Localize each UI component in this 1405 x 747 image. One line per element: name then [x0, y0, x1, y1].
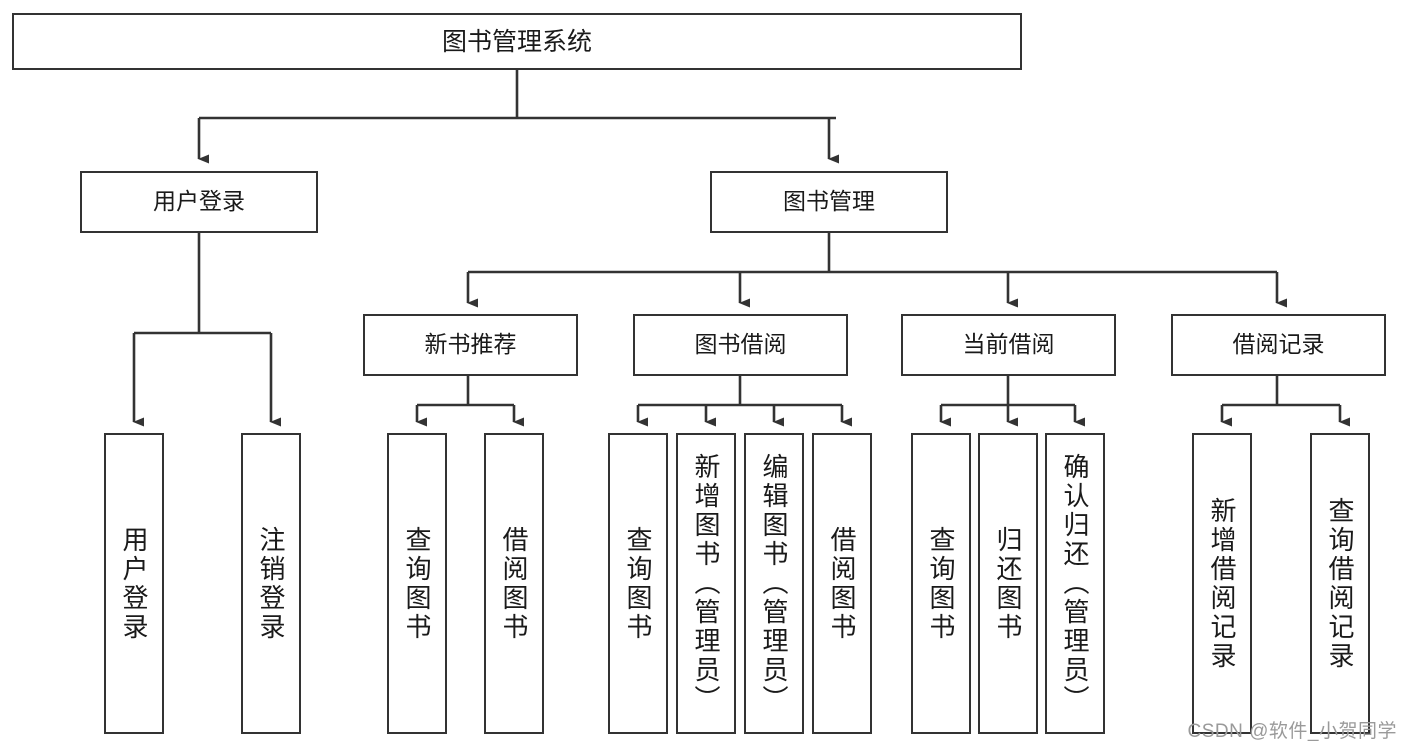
- node-label: 图书管理: [783, 188, 875, 215]
- node-label: 查询借阅记录: [1325, 496, 1355, 671]
- node-label: 归还图书: [993, 525, 1023, 642]
- node-book-management[interactable]: 图书管理: [710, 171, 948, 233]
- node-book-borrowing[interactable]: 图书借阅: [633, 314, 848, 376]
- node-label: 借阅图书: [499, 525, 529, 642]
- leaf-new-book-query[interactable]: 查询图书: [387, 433, 447, 734]
- leaf-records-add-record[interactable]: 新增借阅记录: [1192, 433, 1252, 734]
- leaf-user-login-sign-in[interactable]: 用户登录: [104, 433, 164, 734]
- node-label: 借阅记录: [1232, 331, 1325, 358]
- node-label: 编辑图书（管理员）: [759, 453, 789, 714]
- node-label: 新增图书（管理员）: [691, 453, 721, 714]
- node-user-login[interactable]: 用户登录: [80, 171, 318, 233]
- leaf-borrow-edit-book-admin[interactable]: 编辑图书（管理员）: [744, 433, 804, 734]
- node-label: 查询图书: [623, 525, 653, 642]
- node-label: 当前借阅: [962, 331, 1055, 358]
- leaf-borrow-borrow-book[interactable]: 借阅图书: [812, 433, 872, 734]
- node-current-borrowing[interactable]: 当前借阅: [901, 314, 1116, 376]
- node-label: 确认归还（管理员）: [1060, 453, 1090, 714]
- leaf-user-login-sign-out[interactable]: 注销登录: [241, 433, 301, 734]
- node-label: 借阅图书: [827, 525, 857, 642]
- leaf-current-confirm-return-admin[interactable]: 确认归还（管理员）: [1045, 433, 1105, 734]
- node-label: 图书借阅: [694, 331, 787, 358]
- node-label: 新增借阅记录: [1207, 496, 1237, 671]
- leaf-borrow-add-book-admin[interactable]: 新增图书（管理员）: [676, 433, 736, 734]
- node-label: 查询图书: [402, 525, 432, 642]
- leaf-new-book-borrow[interactable]: 借阅图书: [484, 433, 544, 734]
- node-label: 注销登录: [256, 525, 286, 642]
- node-label: 图书管理系统: [441, 27, 592, 56]
- node-label: 用户登录: [119, 525, 149, 642]
- node-label: 查询图书: [926, 525, 956, 642]
- node-borrowing-records[interactable]: 借阅记录: [1171, 314, 1386, 376]
- node-new-book-recommendation[interactable]: 新书推荐: [363, 314, 578, 376]
- leaf-current-return-book[interactable]: 归还图书: [978, 433, 1038, 734]
- node-label: 用户登录: [153, 188, 245, 215]
- leaf-borrow-query-book[interactable]: 查询图书: [608, 433, 668, 734]
- node-root-book-management-system[interactable]: 图书管理系统: [12, 13, 1022, 70]
- leaf-current-query-book[interactable]: 查询图书: [911, 433, 971, 734]
- leaf-records-query-record[interactable]: 查询借阅记录: [1310, 433, 1370, 734]
- node-label: 新书推荐: [424, 331, 517, 358]
